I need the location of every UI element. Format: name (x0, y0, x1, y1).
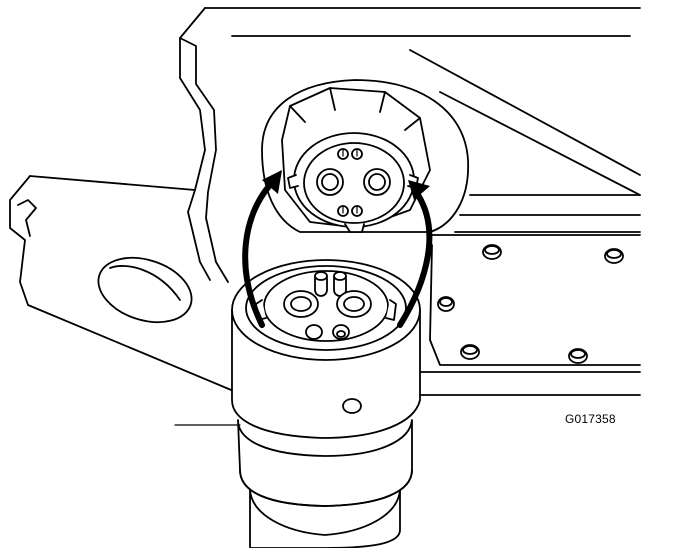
figure-id-label: G017358 (565, 412, 616, 426)
right-arrowhead (408, 180, 430, 200)
right-arrow (397, 192, 433, 328)
panel-bolts (437, 244, 624, 364)
left-arrowhead (262, 170, 282, 194)
left-arrow (242, 182, 273, 328)
mounting-bracket (9, 7, 641, 396)
upper-receptacle (261, 79, 469, 233)
alignment-arrows (242, 170, 433, 328)
lower-connector-plug (174, 259, 421, 548)
